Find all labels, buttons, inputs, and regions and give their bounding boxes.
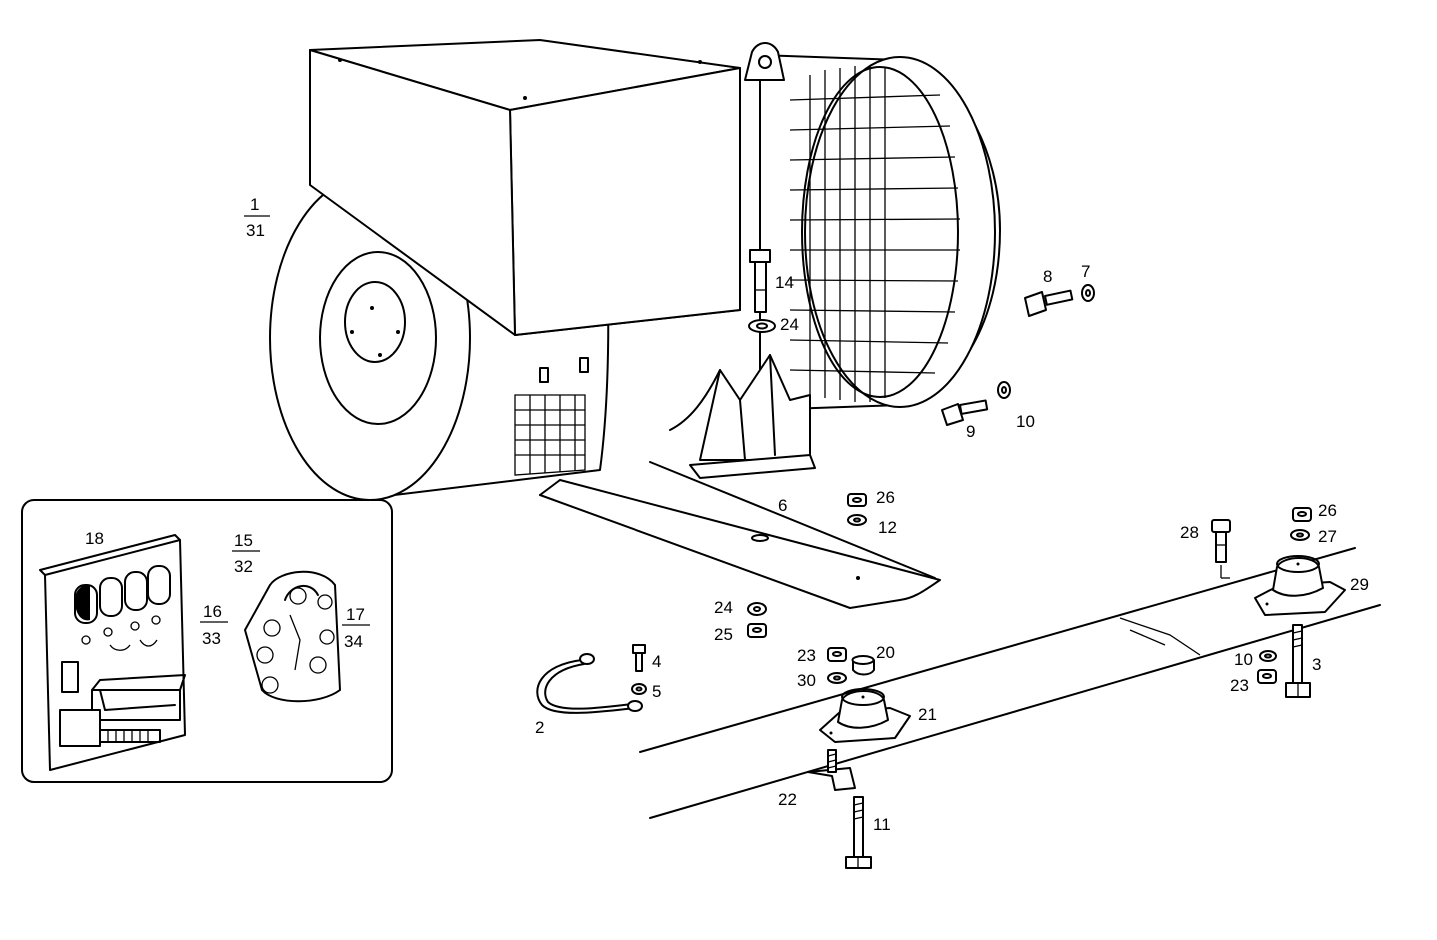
label-23: 23 [797,646,816,665]
label-25: 25 [714,625,733,644]
label-11: 11 [873,815,891,834]
label-21: 21 [918,705,937,724]
label-10: 10 [1016,412,1035,431]
label-2: 2 [535,718,544,737]
label-9: 9 [966,422,975,441]
label-22: 22 [778,790,797,809]
label-5: 5 [652,682,661,701]
label-34: 34 [344,632,363,651]
label-10-right: 10 [1234,650,1253,669]
rectifier-bridge [244,570,341,703]
bolt-28 [1211,519,1231,579]
part-labels: 1 31 2 3 4 5 6 7 8 9 10 10 11 12 14 15 3… [85,195,1369,834]
washer-7 [1081,284,1095,302]
label-18: 18 [85,529,104,548]
label-32: 32 [234,557,253,576]
terminal-box [309,39,741,336]
label-26-right: 26 [1318,501,1337,520]
label-4: 4 [652,652,661,671]
label-3: 3 [1312,655,1321,674]
label-12: 12 [878,518,897,537]
label-27: 27 [1318,527,1337,546]
alternator-foot [669,354,816,479]
hardware-parts [536,249,1346,869]
nut-23-washer-30-spacer-20 [827,647,875,684]
label-20: 20 [876,643,895,662]
label-15: 15 [234,531,253,550]
ground-cable [536,653,643,714]
washer-24-top [748,319,776,333]
nut-26-washer-12 [847,493,867,526]
washer-10 [997,381,1011,399]
nut-26-washer-27-right [1290,507,1312,541]
washer-24-nut-25 [747,602,767,638]
label-17: 17 [346,605,365,624]
label-8: 8 [1043,267,1052,286]
bolt-4 [632,644,646,672]
alternator-rear-body [744,42,1001,411]
bolt-8 [1024,289,1074,317]
bolt-9 [941,399,989,426]
label-29: 29 [1350,575,1369,594]
label-6: 6 [778,496,787,515]
alternator-assembly [269,39,1001,501]
label-24-top: 24 [780,315,799,334]
mount-29 [1254,555,1346,616]
label-7: 7 [1081,262,1090,281]
plate-22 [807,749,856,791]
foundation-rails [639,547,1381,819]
washer-5 [631,683,647,695]
label-26: 26 [876,488,895,507]
label-1: 1 [250,195,259,214]
inset-panel [21,499,393,783]
bolt-3 [1285,624,1311,698]
label-31: 31 [246,221,265,240]
base-plate [539,461,941,609]
label-14: 14 [775,273,794,292]
bolt-14 [749,249,771,313]
label-16: 16 [203,602,222,621]
nut-23-right [1257,669,1277,684]
label-23-right: 23 [1230,676,1249,695]
bolt-11 [845,796,872,869]
washer-10-right [1259,650,1277,662]
label-30: 30 [797,671,816,690]
label-28: 28 [1180,523,1199,542]
voltage-regulator [39,534,186,771]
mount-21 [819,688,911,743]
label-24: 24 [714,598,733,617]
label-33: 33 [202,629,221,648]
